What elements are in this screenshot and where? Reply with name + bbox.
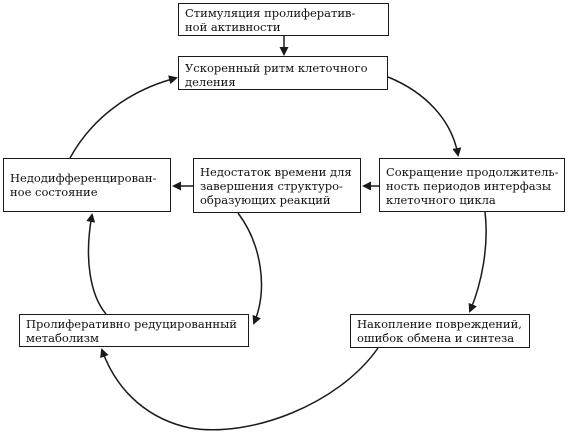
box-accelerated-rhythm: Ускоренный ритм клеточного деления	[178, 56, 388, 90]
box-proliferative-metabolism-line1: Пролиферативно редуцированный	[26, 317, 237, 331]
box-proliferative-metabolism-line2: метаболизм	[26, 331, 100, 345]
box-interphase-shortening-line2: ность периодов интерфазы	[386, 179, 552, 193]
arrow-interphase-to-damage	[468, 211, 487, 313]
box-proliferative-metabolism: Пролиферативно редуцированный метаболизм	[19, 314, 249, 347]
box-accelerated-rhythm-line2: деления	[185, 75, 236, 89]
box-undifferentiated: Недодифференцирован- ное состояние	[3, 158, 171, 212]
arrow-undifferentiated-to-rhythm	[69, 75, 178, 159]
box-damage-accumulation-line2: ошибок обмена и синтеза	[357, 331, 515, 345]
arrow-damage-to-metabolism	[100, 347, 379, 431]
box-time-shortage: Недостаток времени для завершения структ…	[193, 158, 361, 213]
box-interphase-shortening-line3: клеточного цикла	[386, 193, 496, 207]
box-time-shortage-line3: образующих реакций	[200, 193, 331, 207]
box-damage-accumulation-line1: Накопление повреждений,	[357, 317, 522, 331]
box-undifferentiated-line1: Недодифференцирован-	[10, 171, 157, 185]
box-stimulation-line2: ной активности	[185, 20, 281, 34]
box-stimulation-line1: Стимуляция пролифератив-	[185, 6, 356, 20]
box-interphase-shortening-line1: Сокращение продолжитель-	[386, 165, 559, 179]
box-accelerated-rhythm-line1: Ускоренный ритм клеточного	[185, 61, 368, 75]
box-undifferentiated-line2: ное состояние	[10, 185, 98, 199]
box-time-shortage-line2: завершения структуро-	[200, 179, 343, 193]
box-time-shortage-line1: Недостаток времени для	[200, 165, 352, 179]
arrow-metabolism-to-undifferentiated	[86, 213, 107, 315]
arrow-rhythm-to-interphase	[387, 76, 462, 157]
box-stimulation: Стимуляция пролифератив- ной активности	[178, 3, 389, 36]
arrow-time-shortage-to-metabolism	[237, 212, 263, 325]
box-interphase-shortening: Сокращение продолжитель- ность периодов …	[379, 158, 565, 212]
box-damage-accumulation: Накопление повреждений, ошибок обмена и …	[350, 314, 530, 348]
